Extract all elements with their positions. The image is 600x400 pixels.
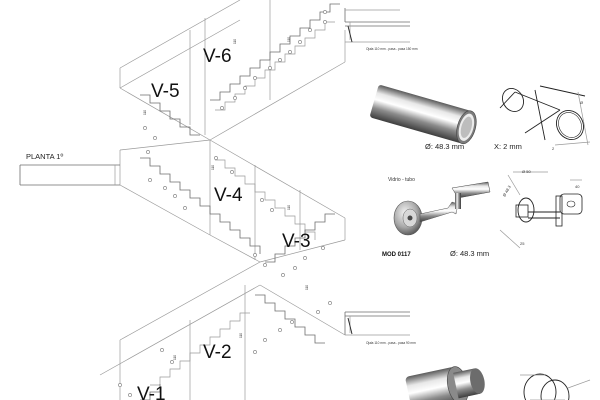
bracket-dim-4: 25 bbox=[520, 241, 525, 246]
panel-label-v5: V-5 bbox=[151, 81, 180, 102]
tube-drawing: Ø 2 bbox=[499, 85, 591, 151]
step-mark: 110 bbox=[173, 355, 177, 360]
bracket-dim-3: 40 bbox=[575, 184, 580, 189]
bracket-dim-2: Ø 50 bbox=[522, 169, 531, 174]
middle-flight bbox=[119, 139, 346, 263]
tube-dim-diameter: Ø bbox=[580, 100, 583, 105]
step-mark: 110 bbox=[287, 37, 291, 42]
fixing-holes bbox=[118, 10, 332, 397]
panel-label-v6: V-6 bbox=[203, 46, 232, 67]
tube-dim-thickness: 2 bbox=[552, 146, 555, 151]
upper-flight bbox=[119, 0, 346, 141]
top-landing bbox=[344, 8, 410, 43]
bracket-diameter: Ø: 48.3 mm bbox=[450, 249, 489, 258]
panel-label-v1: V-1 bbox=[137, 384, 166, 400]
panel-label-v2: V-2 bbox=[203, 342, 232, 363]
bracket-caption: Vidrio - tubo bbox=[388, 177, 415, 183]
floor-label: PLANTA 1º bbox=[26, 152, 63, 161]
step-mark: 110 bbox=[211, 165, 215, 170]
end-cap-drawing bbox=[520, 373, 591, 400]
tube-product: Ø: 48.3 mm X: 2 mm Ø 2 bbox=[370, 85, 591, 151]
lower-landing bbox=[344, 311, 410, 336]
bracket-model: MOD 0117 bbox=[382, 252, 411, 258]
bracket-dim-1: Ø 48.3 bbox=[502, 184, 513, 198]
bracket-product: Vidrio - tubo MOD 0117 Ø: 48.3 mm Ø 48.3… bbox=[382, 169, 583, 258]
floor-slab bbox=[19, 164, 120, 186]
step-mark: 110 bbox=[143, 110, 147, 115]
step-mark: 110 bbox=[239, 333, 243, 338]
lower-flight bbox=[99, 261, 346, 400]
tube-photo bbox=[370, 85, 477, 145]
end-cap-product bbox=[405, 366, 591, 400]
step-mark: 110 bbox=[233, 39, 237, 44]
landing-note-top: Ojala 110 mm - pasa - pasa 150 mm bbox=[366, 47, 418, 51]
staircase-drawing: 110 110 110 110 110 110 110 110 Ojala 11… bbox=[19, 0, 418, 400]
end-cap-photo bbox=[405, 366, 485, 400]
panel-label-v4: V-4 bbox=[214, 185, 243, 206]
panel-label-v3: V-3 bbox=[282, 231, 311, 252]
step-mark: 110 bbox=[305, 285, 309, 290]
bracket-drawing: Ø 48.3 Ø 50 40 25 bbox=[499, 169, 583, 249]
landing-note-bottom: Ojala 110 mm - pasa - pasa 90 mm bbox=[366, 341, 416, 345]
tube-thickness: X: 2 mm bbox=[494, 142, 522, 151]
bracket-photo bbox=[393, 181, 491, 236]
tube-diameter: Ø: 48.3 mm bbox=[425, 142, 464, 151]
step-mark: 110 bbox=[287, 205, 291, 210]
